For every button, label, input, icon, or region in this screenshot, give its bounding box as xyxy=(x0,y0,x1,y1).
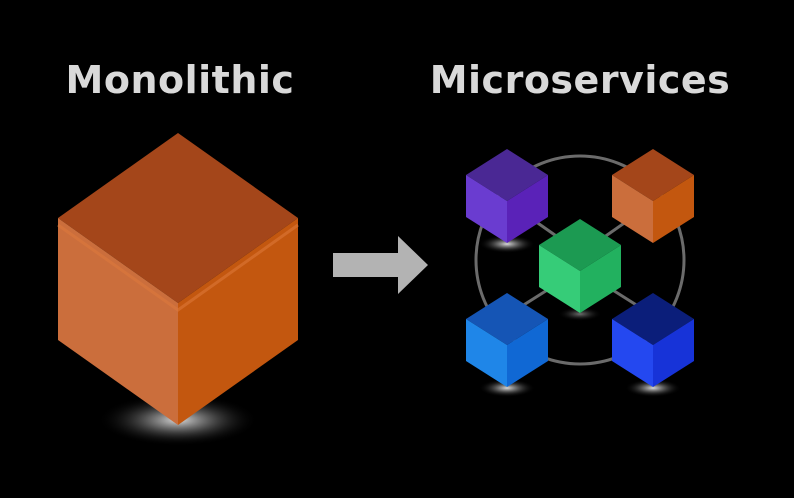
glow-purple xyxy=(479,235,535,253)
service-ring xyxy=(474,154,686,366)
service-cube-navy xyxy=(612,293,694,387)
microservices-label: Microservices xyxy=(429,58,731,102)
monolith-cube-edge xyxy=(57,223,299,312)
service-cube-blue xyxy=(466,293,548,387)
transition-arrow xyxy=(333,236,428,294)
service-glows xyxy=(479,235,681,397)
monolith-cube-right xyxy=(178,218,298,425)
glow-green xyxy=(558,307,602,321)
monolith-cube xyxy=(57,133,299,425)
glow-navy xyxy=(625,379,681,397)
monolithic-label: Monolithic xyxy=(65,58,295,102)
monolith-cube-left xyxy=(58,218,178,425)
service-cube-orange xyxy=(612,149,694,243)
glow-blue xyxy=(479,379,535,397)
service-cube-purple xyxy=(466,149,548,243)
service-cube-green xyxy=(539,219,621,313)
